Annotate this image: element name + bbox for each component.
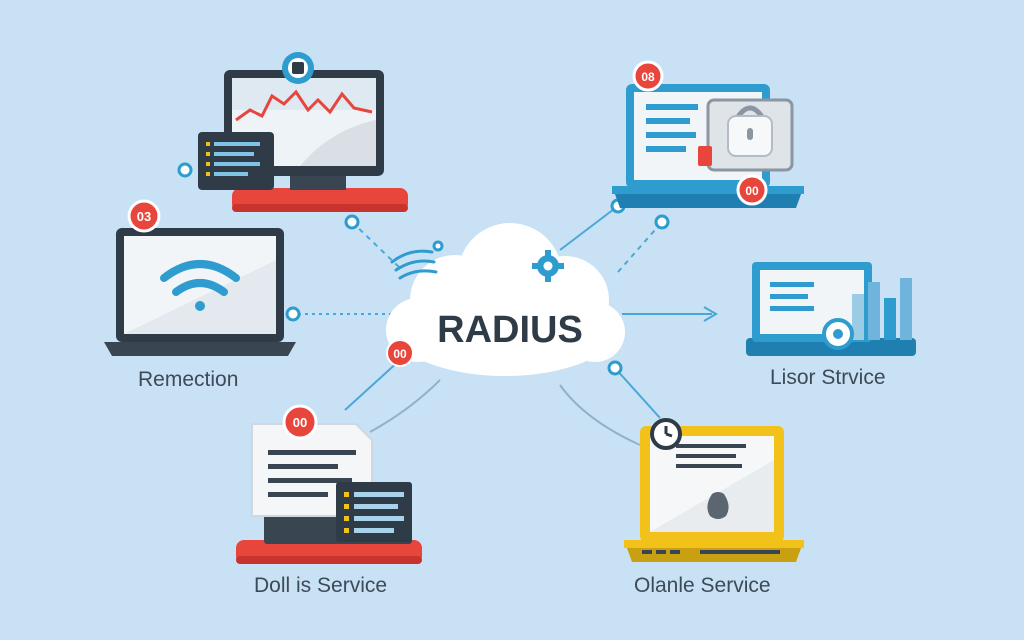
svg-text:00: 00 <box>745 184 759 198</box>
hub-badge: 00 <box>386 339 414 367</box>
cloud-shape <box>386 223 625 376</box>
connector-dot <box>177 162 193 178</box>
gear-icon <box>822 318 854 350</box>
node-laptop-top-right: 08 00 <box>612 60 804 208</box>
terminal-panel <box>198 132 274 190</box>
radius-hub: RADIUS 00 <box>386 223 625 376</box>
monitor-stand <box>290 172 346 190</box>
svg-text:00: 00 <box>393 347 407 361</box>
connector-top-left <box>351 221 401 269</box>
lock-icon <box>727 105 773 157</box>
connector-dot <box>607 360 623 376</box>
monitor-badge-icon <box>282 52 314 84</box>
node-document: 00 <box>236 404 422 564</box>
svg-text:03: 03 <box>137 209 151 224</box>
chart-line <box>235 89 373 122</box>
connector-bottom-left-arc <box>369 379 441 433</box>
label-olanle-service: Olanle Service <box>634 574 771 597</box>
clock-icon <box>650 418 682 450</box>
bar-chart-icon <box>852 278 912 340</box>
connector-dot <box>344 214 360 230</box>
connector-bottom-right <box>614 367 661 419</box>
label-lisor-strvice: Lisor Strvice <box>770 366 886 389</box>
connector-bottom-left <box>344 359 401 411</box>
connector-dot <box>654 214 670 230</box>
connector-top-right <box>559 205 619 251</box>
label-doll-is-service: Doll is Service <box>254 574 388 597</box>
node-dashboard <box>746 262 916 356</box>
connectors <box>298 205 718 446</box>
node-monitor <box>198 52 408 212</box>
hub-label: RADIUS <box>437 309 583 351</box>
gear-icon <box>532 250 564 282</box>
label-remection: Remection <box>138 368 239 391</box>
laptop-top-badge: 08 <box>632 60 664 92</box>
document-badge: 00 <box>282 404 318 440</box>
signal-icon <box>390 240 444 280</box>
wifi-badge: 03 <box>127 199 161 233</box>
laptop-base <box>104 342 296 356</box>
connector-top-right-dashed <box>617 221 663 273</box>
apple-icon <box>707 492 729 519</box>
svg-text:08: 08 <box>641 70 655 84</box>
connector-dots <box>177 162 670 376</box>
connector-dot <box>285 306 301 322</box>
node-yellow-laptop <box>624 418 804 562</box>
laptop-bottom-badge: 00 <box>736 174 768 206</box>
wifi-icon <box>160 260 240 311</box>
connector-bottom-right-arc <box>559 384 641 446</box>
connector-right-arrowhead <box>703 306 718 322</box>
node-wifi-laptop: 03 <box>104 199 296 356</box>
svg-text:00: 00 <box>293 415 307 430</box>
